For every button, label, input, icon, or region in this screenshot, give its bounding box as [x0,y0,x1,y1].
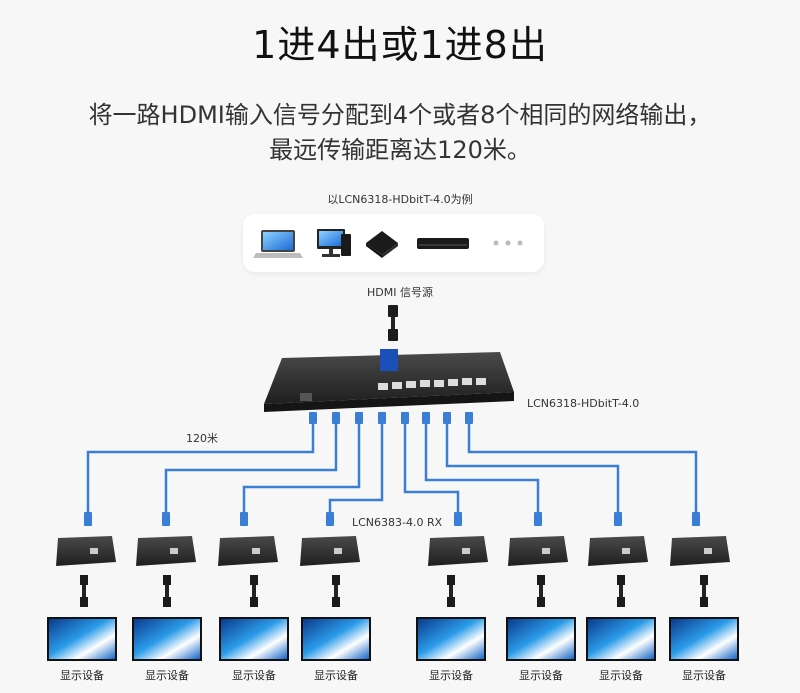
display-1 [47,617,117,661]
receiver-2 [136,536,196,566]
desktop-pc-icon [317,229,351,257]
display-2 [132,617,202,661]
subtitle-line-2: 最远传输距离达120米。 [269,136,531,164]
receiver-1 [56,536,116,566]
display-label-3: 显示设备 [232,669,276,682]
receiver-6 [508,536,568,566]
sender-model-label: LCN6318-HDbitT-4.0 [527,397,640,410]
display-label-7: 显示设备 [599,669,643,682]
example-label: 以LCN6318-HDbitT-4.0为例 [327,193,473,206]
hdmi-splitter-device [264,349,514,412]
blu-ray-player-icon [417,238,469,249]
display-3 [219,617,289,661]
network-connectors [84,412,700,526]
receiver-model-label: LCN6383-4.0 RX [352,516,443,529]
display-label-6: 显示设备 [519,669,563,682]
display-label-8: 显示设备 [682,669,726,682]
distance-label: 120米 [186,432,218,445]
receiver-5 [428,536,488,566]
network-cables [86,420,698,512]
laptop-icon [253,230,303,258]
display-label-4: 显示设备 [314,669,358,682]
receiver-3 [218,536,278,566]
display-label-5: 显示设备 [429,669,473,682]
hdmi-source-cable [388,305,398,341]
displays [47,617,739,661]
hdmi-source-label: HDMI 信号源 [367,286,433,299]
display-4 [301,617,371,661]
display-6 [506,617,576,661]
page-title: 1进4出或1进8出 [252,23,548,67]
more-dots-icon [493,240,523,246]
display-7 [586,617,656,661]
display-8 [669,617,739,661]
display-label-2: 显示设备 [145,669,189,682]
display-5 [416,617,486,661]
receiver-7 [588,536,648,566]
receiver-4 [300,536,360,566]
display-hdmi-cables [80,575,708,607]
tv-box-icon [366,231,398,258]
receiver-8 [670,536,730,566]
subtitle-line-1: 将一路HDMI输入信号分配到4个或者8个相同的网络输出， [88,101,712,129]
display-label-1: 显示设备 [60,669,104,682]
receivers [56,536,730,566]
